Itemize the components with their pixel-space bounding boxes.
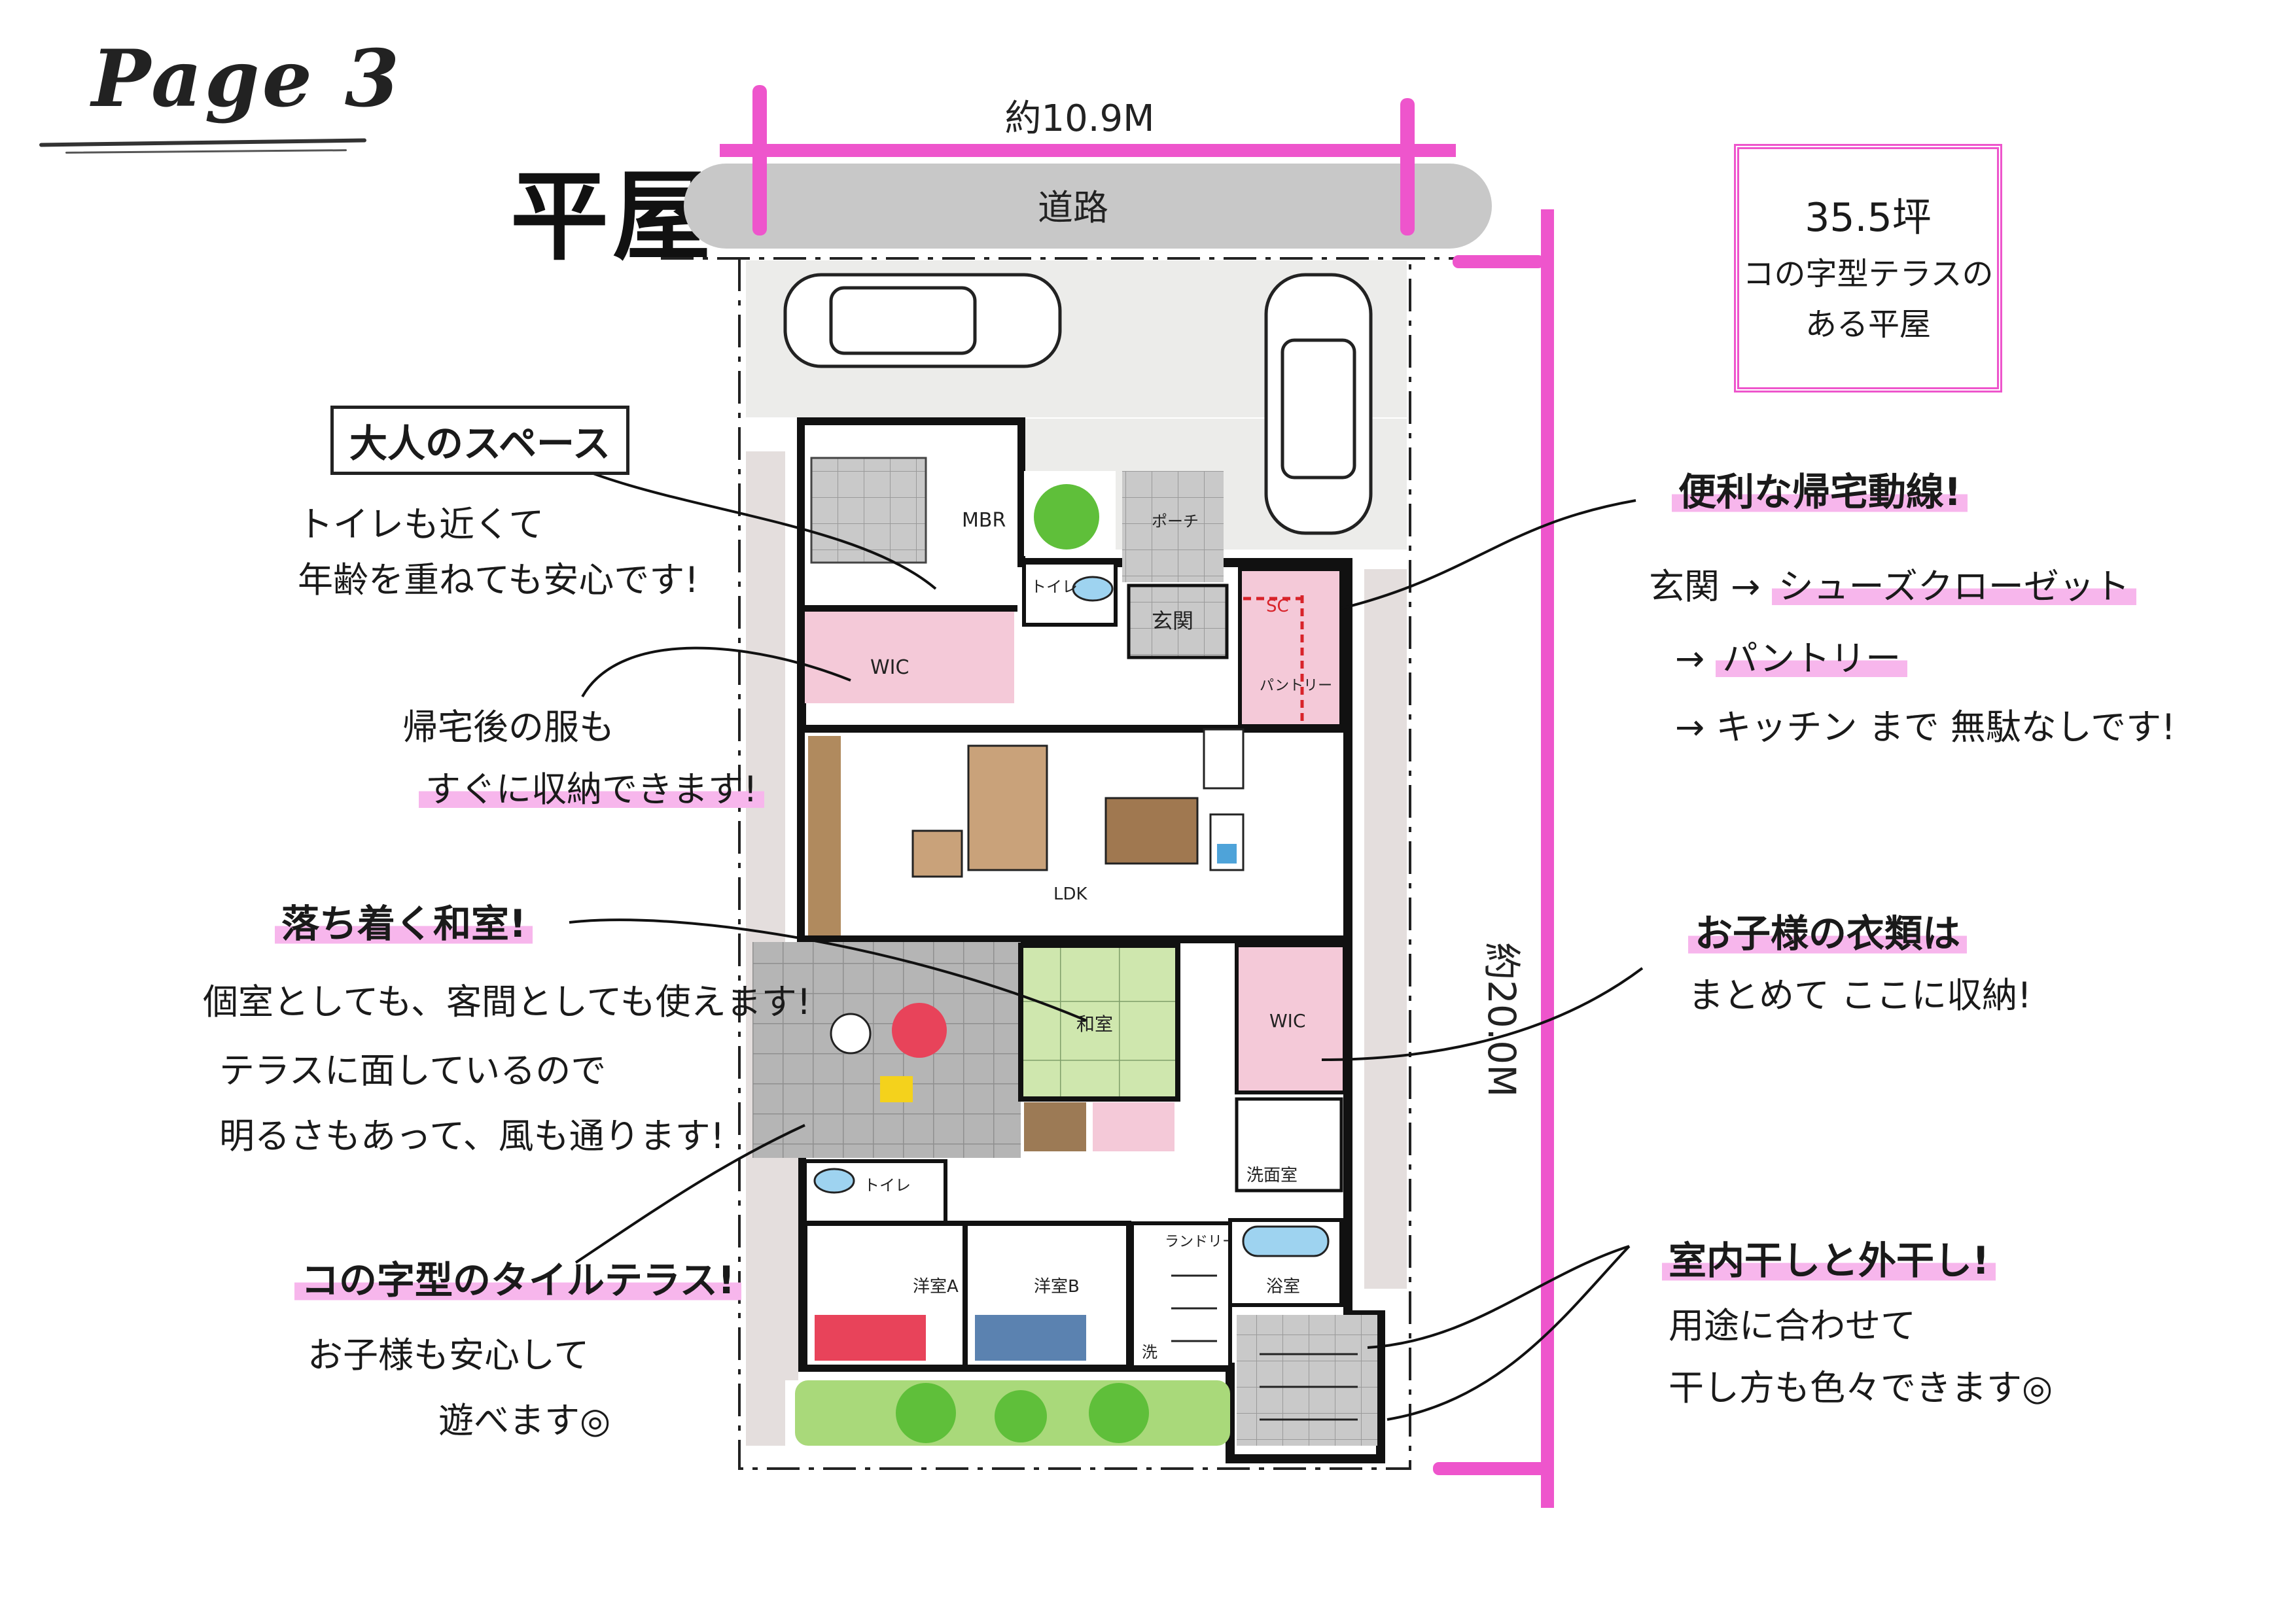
house-type-label: 平屋 [510,160,715,274]
svg-text:玄関: 玄関 [1152,608,1193,633]
svg-text:洋室A: 洋室A [913,1277,959,1297]
drying-line-1: 用途に合わせて [1669,1305,1916,1346]
page-title: Page 3 [92,33,402,125]
svg-text:ランドリー: ランドリー [1165,1234,1237,1250]
washitsu-line-1: 個室としても、客間としても使えます! [203,981,811,1022]
washitsu-line-3: 明るさもあって、風も通ります! [219,1115,725,1157]
svg-text:WIC: WIC [870,656,909,679]
summary-box: 35.5坪 コの字型テラスの ある平屋 [1734,144,2002,393]
road [684,164,1492,249]
svg-text:洗: 洗 [1142,1343,1157,1361]
tile-terrace [752,942,1021,1158]
svg-text:LDK: LDK [1053,884,1088,904]
adult-space-heading: 大人のスペース [330,406,630,475]
svg-text:WIC: WIC [1269,1010,1306,1032]
route-line-1: 玄関 → シューズクローゼット [1649,559,2136,614]
svg-text:トイレ: トイレ [1031,578,1078,596]
svg-text:洗面室: 洗面室 [1246,1166,1298,1185]
route-heading: 便利な帰宅動線! [1672,461,1968,516]
summary-line-2: ある平屋 [1805,306,1931,343]
route-line-3: → キッチン まで 無駄なしです! [1675,707,2176,748]
width-dimension-line [720,144,1456,157]
adult-space-line-2: 年齢を重ねても安心です! [298,559,699,601]
depth-dimension-label: 約20.0M [1479,942,1524,1097]
drying-terrace [1237,1315,1377,1446]
side-garden-right [1364,569,1407,1289]
car-right [1264,273,1373,535]
width-dimension-label: 約10.9M [1004,97,1154,140]
terrace-line-2: 遊べます◎ [438,1400,611,1441]
leader-lines [549,453,1644,1421]
terrace-heading: コの字型のタイルテラス! [294,1249,742,1304]
road-label: 道路 [1038,187,1108,228]
porch [1122,471,1224,582]
drying-heading: 室内干しと外干し! [1662,1230,1996,1285]
adult-space-line-1: トイレも近くて [298,504,544,545]
car-left [783,273,1062,368]
washitsu-line-2: テラスに面しているので [219,1050,607,1091]
svg-text:ポーチ: ポーチ [1152,512,1199,531]
svg-text:洋室B: 洋室B [1034,1277,1080,1297]
washitsu-heading: 落ち着く和室! [275,893,533,948]
wic-note-line-1: 帰宅後の服も [402,707,614,748]
svg-text:パントリー: パントリー [1260,678,1332,694]
kids-wic-line-1: まとめて ここに収納! [1688,975,2032,1016]
drying-line-2: 干し方も色々できます◎ [1669,1367,2053,1408]
washitsu-room [1018,943,1180,1102]
ldk-room [805,729,1341,942]
wic-note-line-2: すぐに収納できます! [419,762,764,817]
depth-dimension-line [1541,209,1554,1508]
summary-area: 35.5坪 [1805,195,1932,241]
svg-text:和室: 和室 [1076,1013,1113,1035]
route-line-2: → パントリー [1675,631,1908,686]
svg-text:浴室: 浴室 [1266,1277,1300,1297]
terrace-line-1: お子様も安心して [308,1335,590,1376]
svg-text:MBR: MBR [962,509,1006,532]
summary-line-1: コの字型テラスの [1742,256,1994,293]
kids-wic-heading: お子様の衣類は [1688,903,1968,958]
svg-text:トイレ: トイレ [864,1176,911,1195]
